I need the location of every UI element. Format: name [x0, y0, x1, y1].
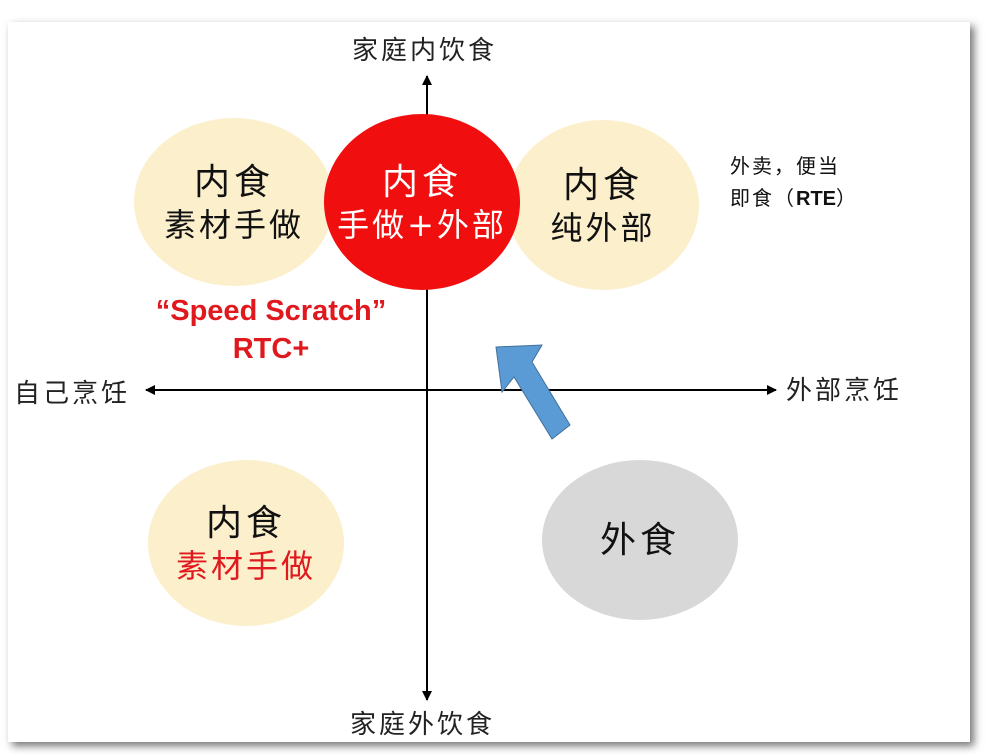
ellipse-bottom-right: 外食 [542, 460, 738, 620]
axis-label-top: 家庭内饮食 [352, 36, 498, 66]
rte-note-suffix: ） [836, 186, 858, 210]
rte-note-line1: 外卖，便当 [730, 154, 840, 178]
ellipse-bottom-left-line2: 素材手做 [175, 546, 316, 585]
rte-note-line2: 即食（RTE） [730, 182, 858, 215]
ellipse-bottom-left-line1: 内食 [205, 502, 286, 544]
speed-scratch-line2: RTC+ [232, 333, 310, 365]
rte-note-bold: RTE [796, 188, 836, 210]
ellipse-top-right-line1: 内食 [562, 164, 643, 206]
ellipse-top-left-line2: 素材手做 [163, 205, 304, 244]
ellipse-bottom-right-line1: 外食 [599, 519, 680, 561]
axis-label-right: 外部烹饪 [786, 376, 903, 406]
rte-note: 外卖，便当 即食（RTE） [730, 150, 858, 215]
rte-note-prefix: 即食（ [730, 186, 796, 210]
ellipse-top-right-line2: 纯外部 [550, 208, 656, 247]
ellipse-top-center: 内食 手做+外部 [324, 114, 520, 290]
axis-label-left: 自己烹饪 [14, 379, 131, 409]
speed-scratch-line1: “Speed Scratch” [155, 295, 387, 327]
ellipse-bottom-left: 内食 素材手做 [148, 460, 344, 626]
ellipse-top-right: 内食 纯外部 [507, 120, 699, 290]
axis-label-bottom: 家庭外饮食 [350, 710, 496, 740]
direction-arrow-shape [495, 344, 571, 440]
ellipse-top-center-line2: 手做+外部 [337, 205, 507, 244]
speed-scratch-label: “Speed Scratch” RTC+ [128, 292, 414, 368]
ellipse-top-left-line1: 内食 [193, 161, 274, 203]
direction-arrow [495, 344, 571, 440]
ellipse-top-left: 内食 素材手做 [134, 118, 334, 286]
ellipse-top-center-line1: 内食 [381, 161, 462, 203]
